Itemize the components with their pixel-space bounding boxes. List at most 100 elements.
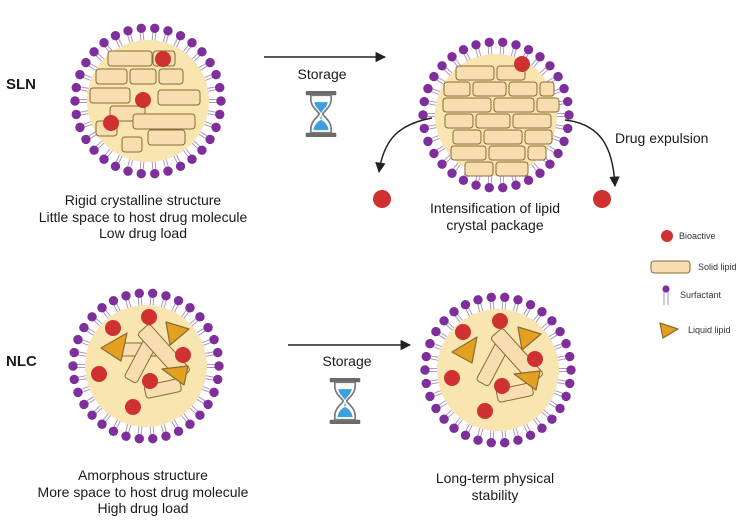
surfactant-head — [213, 374, 223, 385]
hourglass-icon — [328, 377, 362, 425]
surfactant-head — [565, 378, 575, 389]
sln-stored-particle — [418, 37, 574, 193]
surfactant-head — [185, 419, 195, 429]
storage-label: Storage — [297, 66, 347, 82]
drug-expulsion-label: Drug expulsion — [615, 130, 709, 146]
bioactive — [103, 115, 119, 131]
surfactant-head — [150, 23, 160, 34]
bioactive — [155, 51, 171, 67]
surfactant-head — [211, 69, 221, 80]
surfactant-head — [99, 154, 109, 164]
bioactive — [455, 324, 471, 340]
surfactant-head — [73, 334, 83, 345]
surfactant-head — [525, 299, 536, 310]
surfactant-head — [423, 83, 433, 94]
surfactant-head — [447, 52, 457, 62]
solid-lipid — [443, 81, 471, 97]
surfactant-head — [473, 435, 483, 445]
surfactant-head — [418, 110, 428, 120]
surfactant-head — [97, 303, 107, 313]
surfactant-head — [110, 30, 121, 41]
sln-label: SLN — [6, 76, 36, 93]
liquid-lipid — [100, 332, 128, 362]
surfactant-head — [420, 365, 430, 375]
solid-lipid — [508, 81, 538, 97]
surfactant-head — [566, 365, 576, 375]
legend — [650, 230, 691, 339]
solid-lipid — [536, 97, 560, 113]
surfactant-head — [79, 322, 89, 333]
surfactant-head — [484, 37, 494, 48]
surfactant-head — [173, 295, 184, 306]
surfactant-head — [79, 399, 89, 410]
surfactant-head — [195, 312, 205, 322]
surfactant-head — [547, 414, 557, 424]
surfactant-head — [148, 433, 158, 444]
sln-particle — [70, 23, 226, 179]
solid-lipid — [158, 68, 184, 85]
solid-lipid — [512, 113, 552, 129]
surfactant-head — [559, 136, 569, 147]
solid-lipid — [527, 145, 547, 161]
surfactant-head — [484, 182, 494, 193]
surfactant-head — [108, 295, 119, 306]
legend-bioactive-label: Bioactive — [679, 231, 716, 241]
solid-lipid — [452, 129, 482, 145]
surfactant-head — [525, 430, 536, 441]
surfactant-head — [197, 47, 207, 57]
surfactant-head — [423, 136, 433, 147]
surfactant-head — [449, 307, 459, 317]
surfactant-head — [421, 378, 431, 389]
surfactant-head — [148, 288, 158, 299]
solid-lipid — [442, 97, 492, 113]
surfactant-head — [473, 295, 483, 305]
surfactant-head — [439, 316, 449, 326]
surfactant-head — [81, 57, 91, 68]
surfactant-head — [561, 338, 571, 349]
surfactant-head — [69, 347, 79, 358]
surfactant-head — [134, 288, 144, 299]
surfactant-head — [185, 303, 195, 313]
surfactant-head — [511, 180, 521, 190]
caption-line: Long-term physical — [435, 470, 555, 486]
liquid-lipid — [513, 370, 541, 391]
surfactant-head — [564, 110, 574, 120]
surfactant-head — [458, 44, 469, 55]
surfactant-head — [425, 391, 435, 402]
legend-solid-lipid-label: Solid lipid — [698, 262, 737, 272]
bioactive — [175, 347, 191, 363]
storage-label: Storage — [322, 353, 372, 369]
surfactant-head — [71, 82, 81, 93]
solid-lipid — [455, 65, 495, 81]
liquid-lipid — [517, 326, 542, 351]
surfactant-head — [437, 159, 447, 169]
surfactant-head — [161, 431, 171, 441]
surfactant-head — [175, 30, 186, 41]
solid-lipid — [539, 81, 555, 97]
surfactant-head — [500, 437, 510, 448]
surfactant-head — [523, 175, 534, 186]
surfactant-head — [68, 361, 78, 371]
solid-lipid — [143, 378, 182, 399]
surfactant-head — [486, 437, 496, 448]
surfactant-head — [163, 26, 173, 36]
surfactant-head — [173, 426, 184, 437]
surfactant-head — [134, 433, 144, 444]
bioactive — [494, 378, 510, 394]
surfactant-head — [81, 134, 91, 145]
caption-line: Intensification of lipid — [430, 200, 560, 216]
surfactant-head — [121, 291, 131, 301]
solid-lipid — [89, 87, 131, 104]
legend-solid-lipid-icon — [650, 260, 691, 274]
surfactant-head — [561, 391, 571, 402]
bioactive — [135, 92, 151, 108]
liquid-lipid — [165, 321, 190, 346]
solid-lipid — [495, 161, 529, 177]
surfactant-head — [431, 403, 441, 414]
surfactant-head — [187, 154, 197, 164]
surfactant-head — [69, 374, 79, 385]
surfactant-head — [121, 431, 131, 441]
liquid-lipid — [451, 336, 478, 364]
expelled-bioactive — [593, 190, 611, 208]
